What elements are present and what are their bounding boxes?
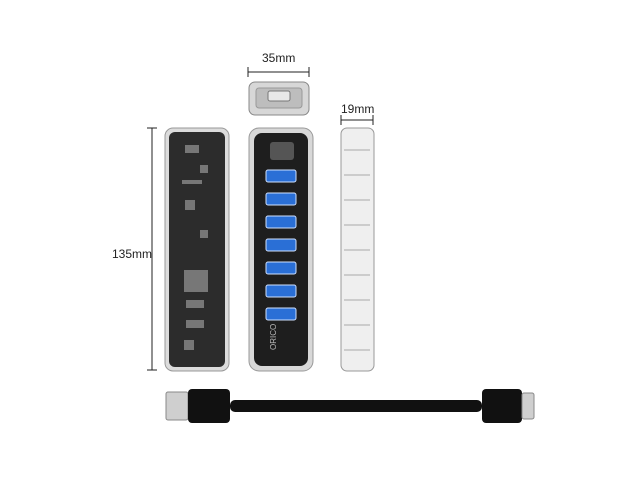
width-dimension-label: 35mm	[262, 51, 296, 65]
usb-port	[265, 307, 297, 321]
depth-dimension-label: 19mm	[341, 102, 375, 116]
hub-side-view	[340, 127, 375, 372]
usb-port	[265, 169, 297, 183]
length-dimension-line	[147, 127, 157, 371]
usb-port	[265, 192, 297, 206]
length-dimension-label: 135mm	[112, 247, 153, 261]
usb-port	[265, 261, 297, 275]
hub-back-view	[164, 127, 230, 372]
brand-text: ORICO	[269, 324, 278, 350]
hub-front-view: ORICO	[248, 127, 314, 372]
hub-end-view	[248, 81, 310, 116]
usb-port	[265, 215, 297, 229]
usb-port	[265, 238, 297, 252]
usb-port	[265, 284, 297, 298]
usb-cable	[165, 389, 535, 423]
depth-dimension-line	[340, 115, 374, 125]
width-dimension-line	[247, 67, 310, 77]
